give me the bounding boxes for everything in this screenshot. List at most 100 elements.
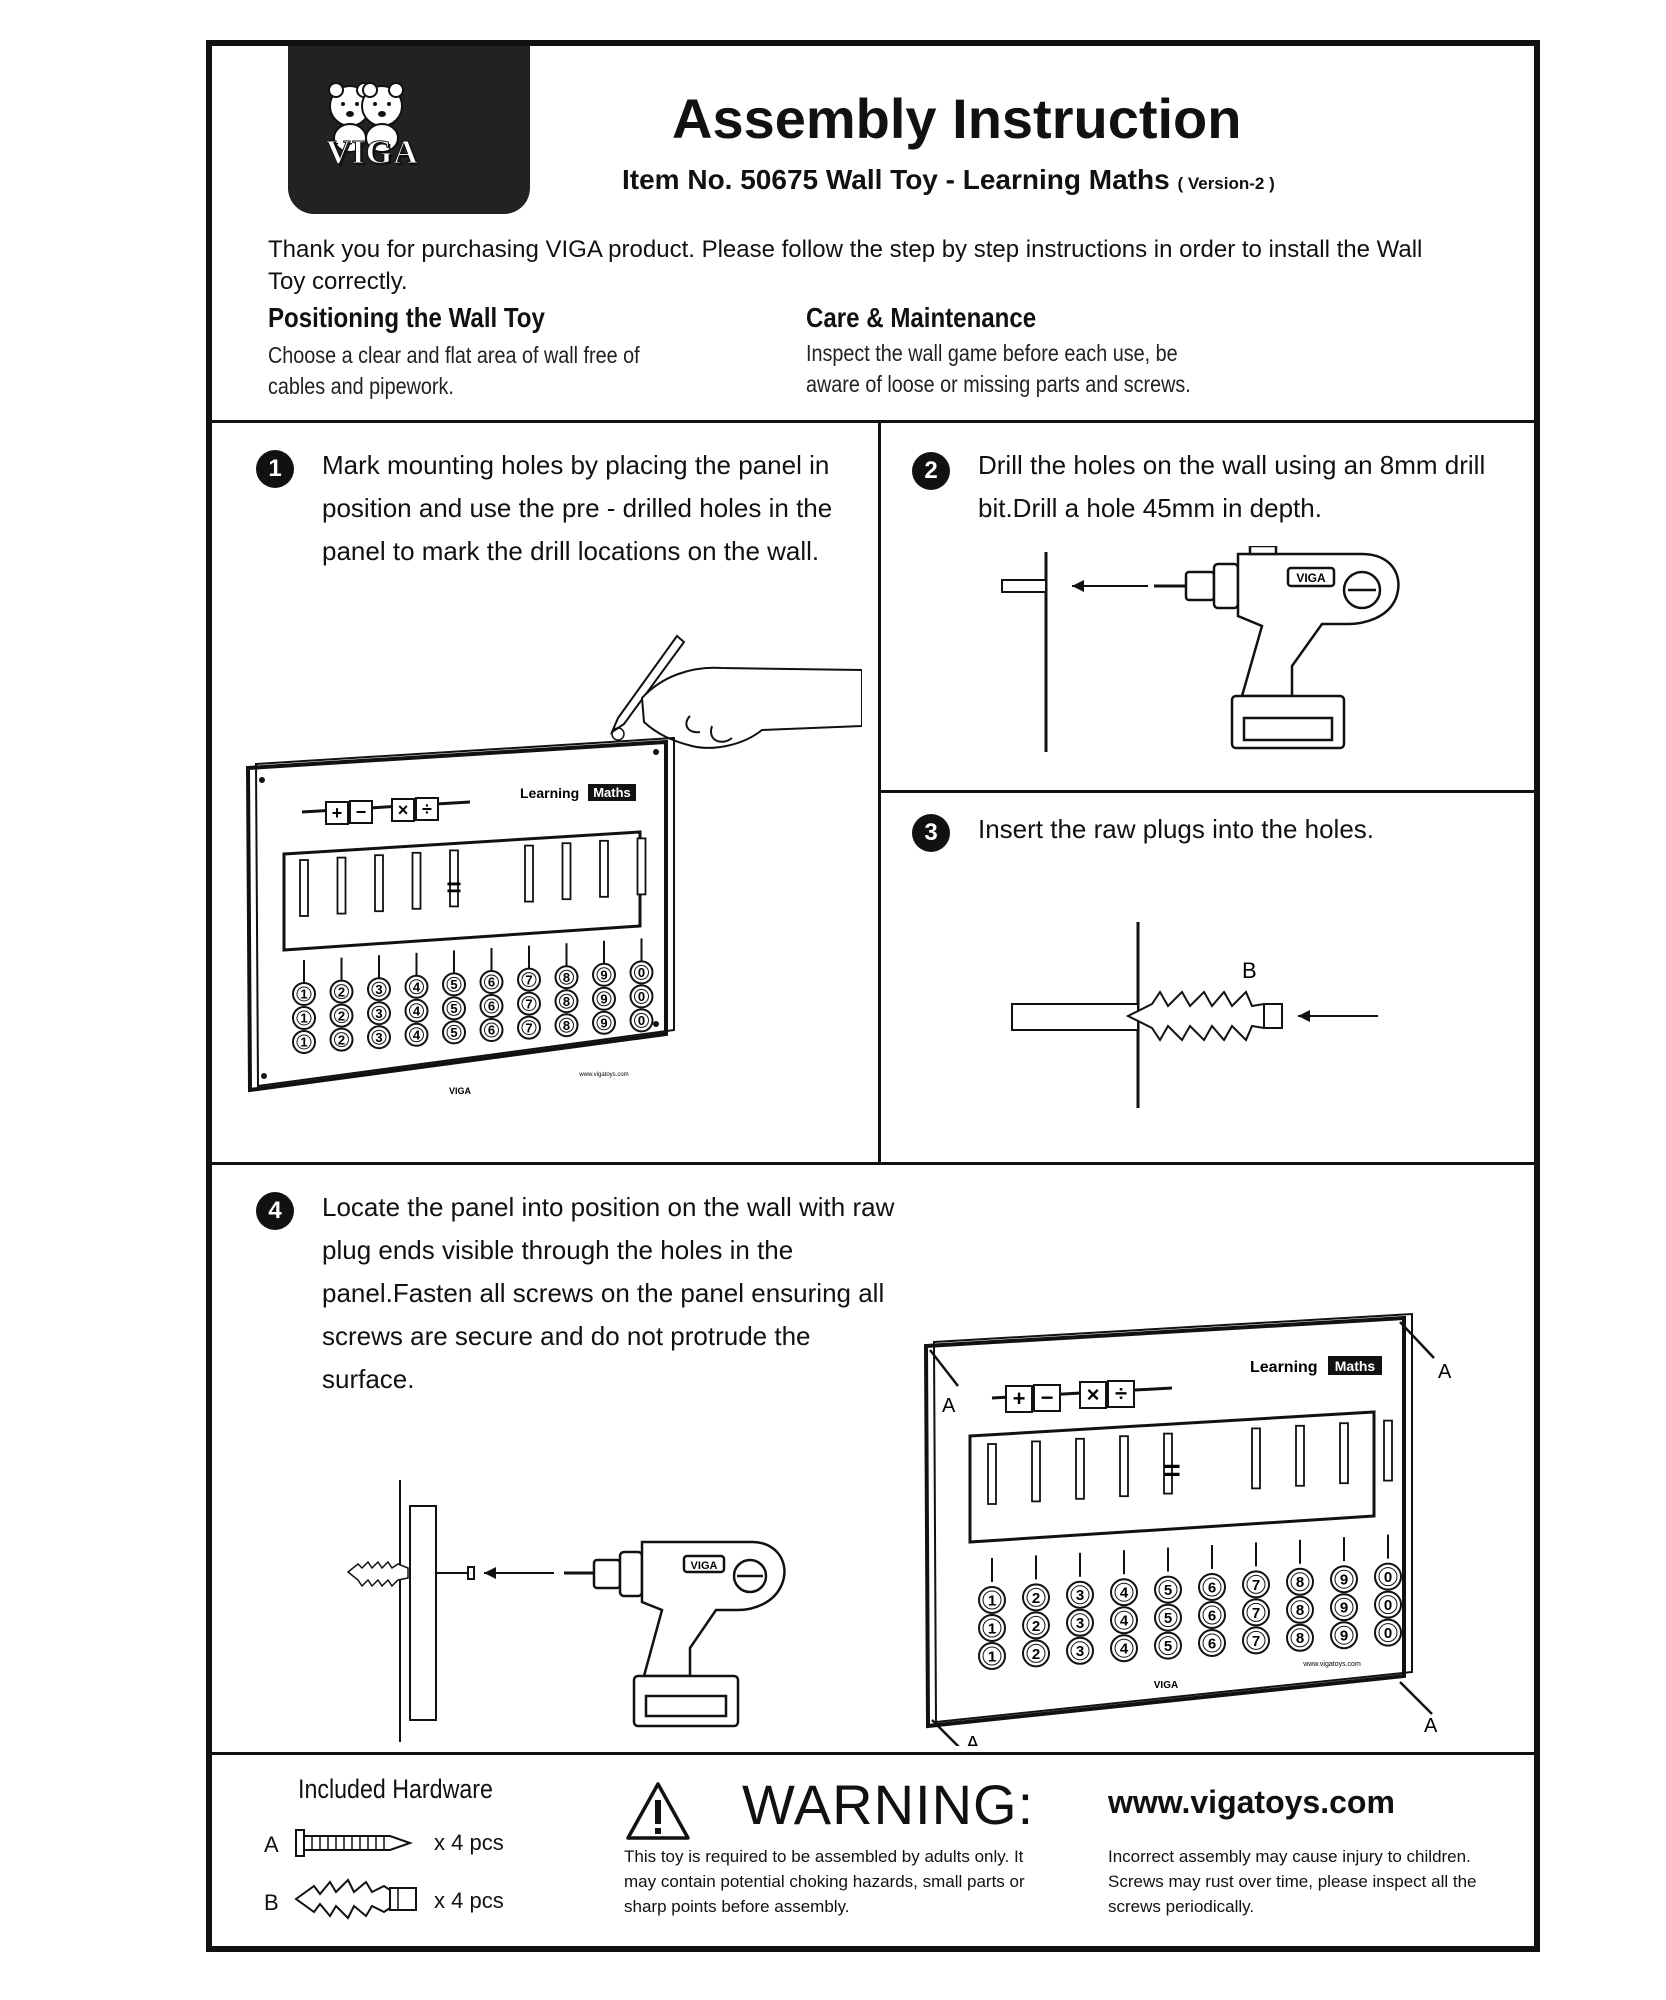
bead[interactable] [292,1006,316,1030]
bead[interactable] [292,1030,316,1054]
bead[interactable] [592,1010,616,1035]
bead-ring [1378,1567,1398,1587]
hand-pencil-icon [609,634,862,749]
website-url: www.vigatoys.com [1108,1784,1395,1820]
care-text: Inspect the wall game before each use, b… [806,340,1191,397]
bead[interactable] [479,1018,504,1042]
hardware-letter-a: A [264,1832,279,1857]
page-title: Assembly Instruction [672,87,1242,150]
bead-ring [371,1005,387,1021]
bead-ring [1114,1638,1134,1658]
bead[interactable] [329,979,354,1004]
bead-digit: 4 [1120,1585,1129,1602]
operator-minus: − [1041,1385,1054,1410]
number-slot [1339,1422,1349,1485]
number-slot [561,842,572,901]
bead[interactable] [367,1025,391,1050]
screw-label-a: A [966,1733,980,1746]
bead-digit: 2 [1032,1646,1040,1663]
drill-icon [564,1540,786,1728]
bead-digit: 2 [1032,1618,1040,1635]
divider [212,1162,1534,1165]
bead-ring [1114,1582,1134,1602]
bead-ring [1334,1569,1354,1589]
bead[interactable] [629,984,654,1009]
bead-digit: 6 [1208,1579,1216,1596]
number-slot [599,839,609,898]
warning-text: This toy is required to be assembled by … [624,1847,1025,1916]
hardware-qty-a: x 4 pcs [434,1830,504,1855]
bead[interactable] [517,1015,541,1040]
bead-ring [1026,1587,1046,1607]
bead-digit: 0 [1384,1597,1392,1614]
arrow-left-icon [484,1567,554,1579]
bead[interactable] [367,1001,391,1026]
bead[interactable] [329,1003,354,1028]
instruction-sheet: VIGA Assembly Instruction Item No. 50675… [206,40,1540,1952]
bead-ring [484,974,499,990]
wall-panel: + − × ÷ Learning Maths = 111222333444555… [245,736,675,1096]
number-slot [1163,1432,1173,1495]
bead[interactable] [367,977,391,1002]
screw-icon [295,1829,414,1857]
bead-digit: 6 [1208,1607,1216,1624]
bead-digit: 8 [563,970,570,985]
step-3-text: Insert the raw plugs into the holes. [978,814,1375,844]
bead-ring [982,1646,1002,1666]
bead-ring [1202,1605,1222,1625]
bead-digit: 3 [1076,1587,1084,1604]
bead[interactable] [479,970,504,994]
bead[interactable] [629,1008,654,1033]
bead[interactable] [329,1027,354,1052]
drill-brand-label: VIGA [1296,571,1326,585]
warning-triangle-icon [626,1782,690,1840]
bead-digit: 0 [638,965,645,980]
bead[interactable] [479,994,504,1018]
bead-ring [1158,1636,1178,1656]
bead-digit: 7 [1252,1605,1260,1622]
operator-blocks: + − × ÷ [325,797,439,825]
bead[interactable] [629,960,654,985]
bead[interactable] [404,998,429,1023]
bead-ring [296,986,312,1002]
bead-ring [1158,1608,1178,1628]
number-slot [374,854,384,913]
bead-digit: 1 [300,1011,307,1026]
bead[interactable] [404,1022,429,1047]
screw-label-a: A [942,1395,956,1417]
step-3-illustration: B [1011,922,1378,1108]
bead[interactable] [554,989,579,1014]
bead-ring [446,976,462,992]
bead-ring [1246,1630,1266,1650]
bead-ring [1202,1577,1222,1597]
bead[interactable] [442,1020,466,1045]
bead[interactable] [517,967,541,992]
step-4-text: Locate the panel into position on the wa… [322,1192,895,1394]
bead-ring [596,967,612,983]
bead-ring [409,979,424,995]
number-slot [1031,1440,1041,1503]
bead-ring [1026,1615,1046,1635]
panel-label-learning: Learning [520,785,579,801]
bead-digit: 7 [525,1020,532,1035]
screw-label-a: A [1424,1715,1438,1737]
bead[interactable] [517,991,541,1016]
bead[interactable] [592,986,616,1011]
operator-divide: ÷ [1115,1381,1127,1406]
bead[interactable] [442,972,466,997]
page-subtitle: Item No. 50675 Wall Toy - Learning Maths… [622,164,1275,196]
bead[interactable] [292,982,316,1006]
bead[interactable] [442,996,466,1021]
bead[interactable] [592,962,616,987]
bead[interactable] [404,974,429,999]
number-slots [987,1419,1393,1505]
plug-label-b: B [1242,958,1257,983]
bead[interactable] [554,965,579,990]
step-4-drill-illustration: VIGA [346,1480,786,1742]
bead[interactable] [554,1013,579,1038]
bead-digit: 7 [525,996,532,1011]
bead-digit: 5 [1164,1582,1172,1599]
bead-digit: 5 [1164,1610,1172,1627]
raw-plug-icon [1125,990,1283,1042]
